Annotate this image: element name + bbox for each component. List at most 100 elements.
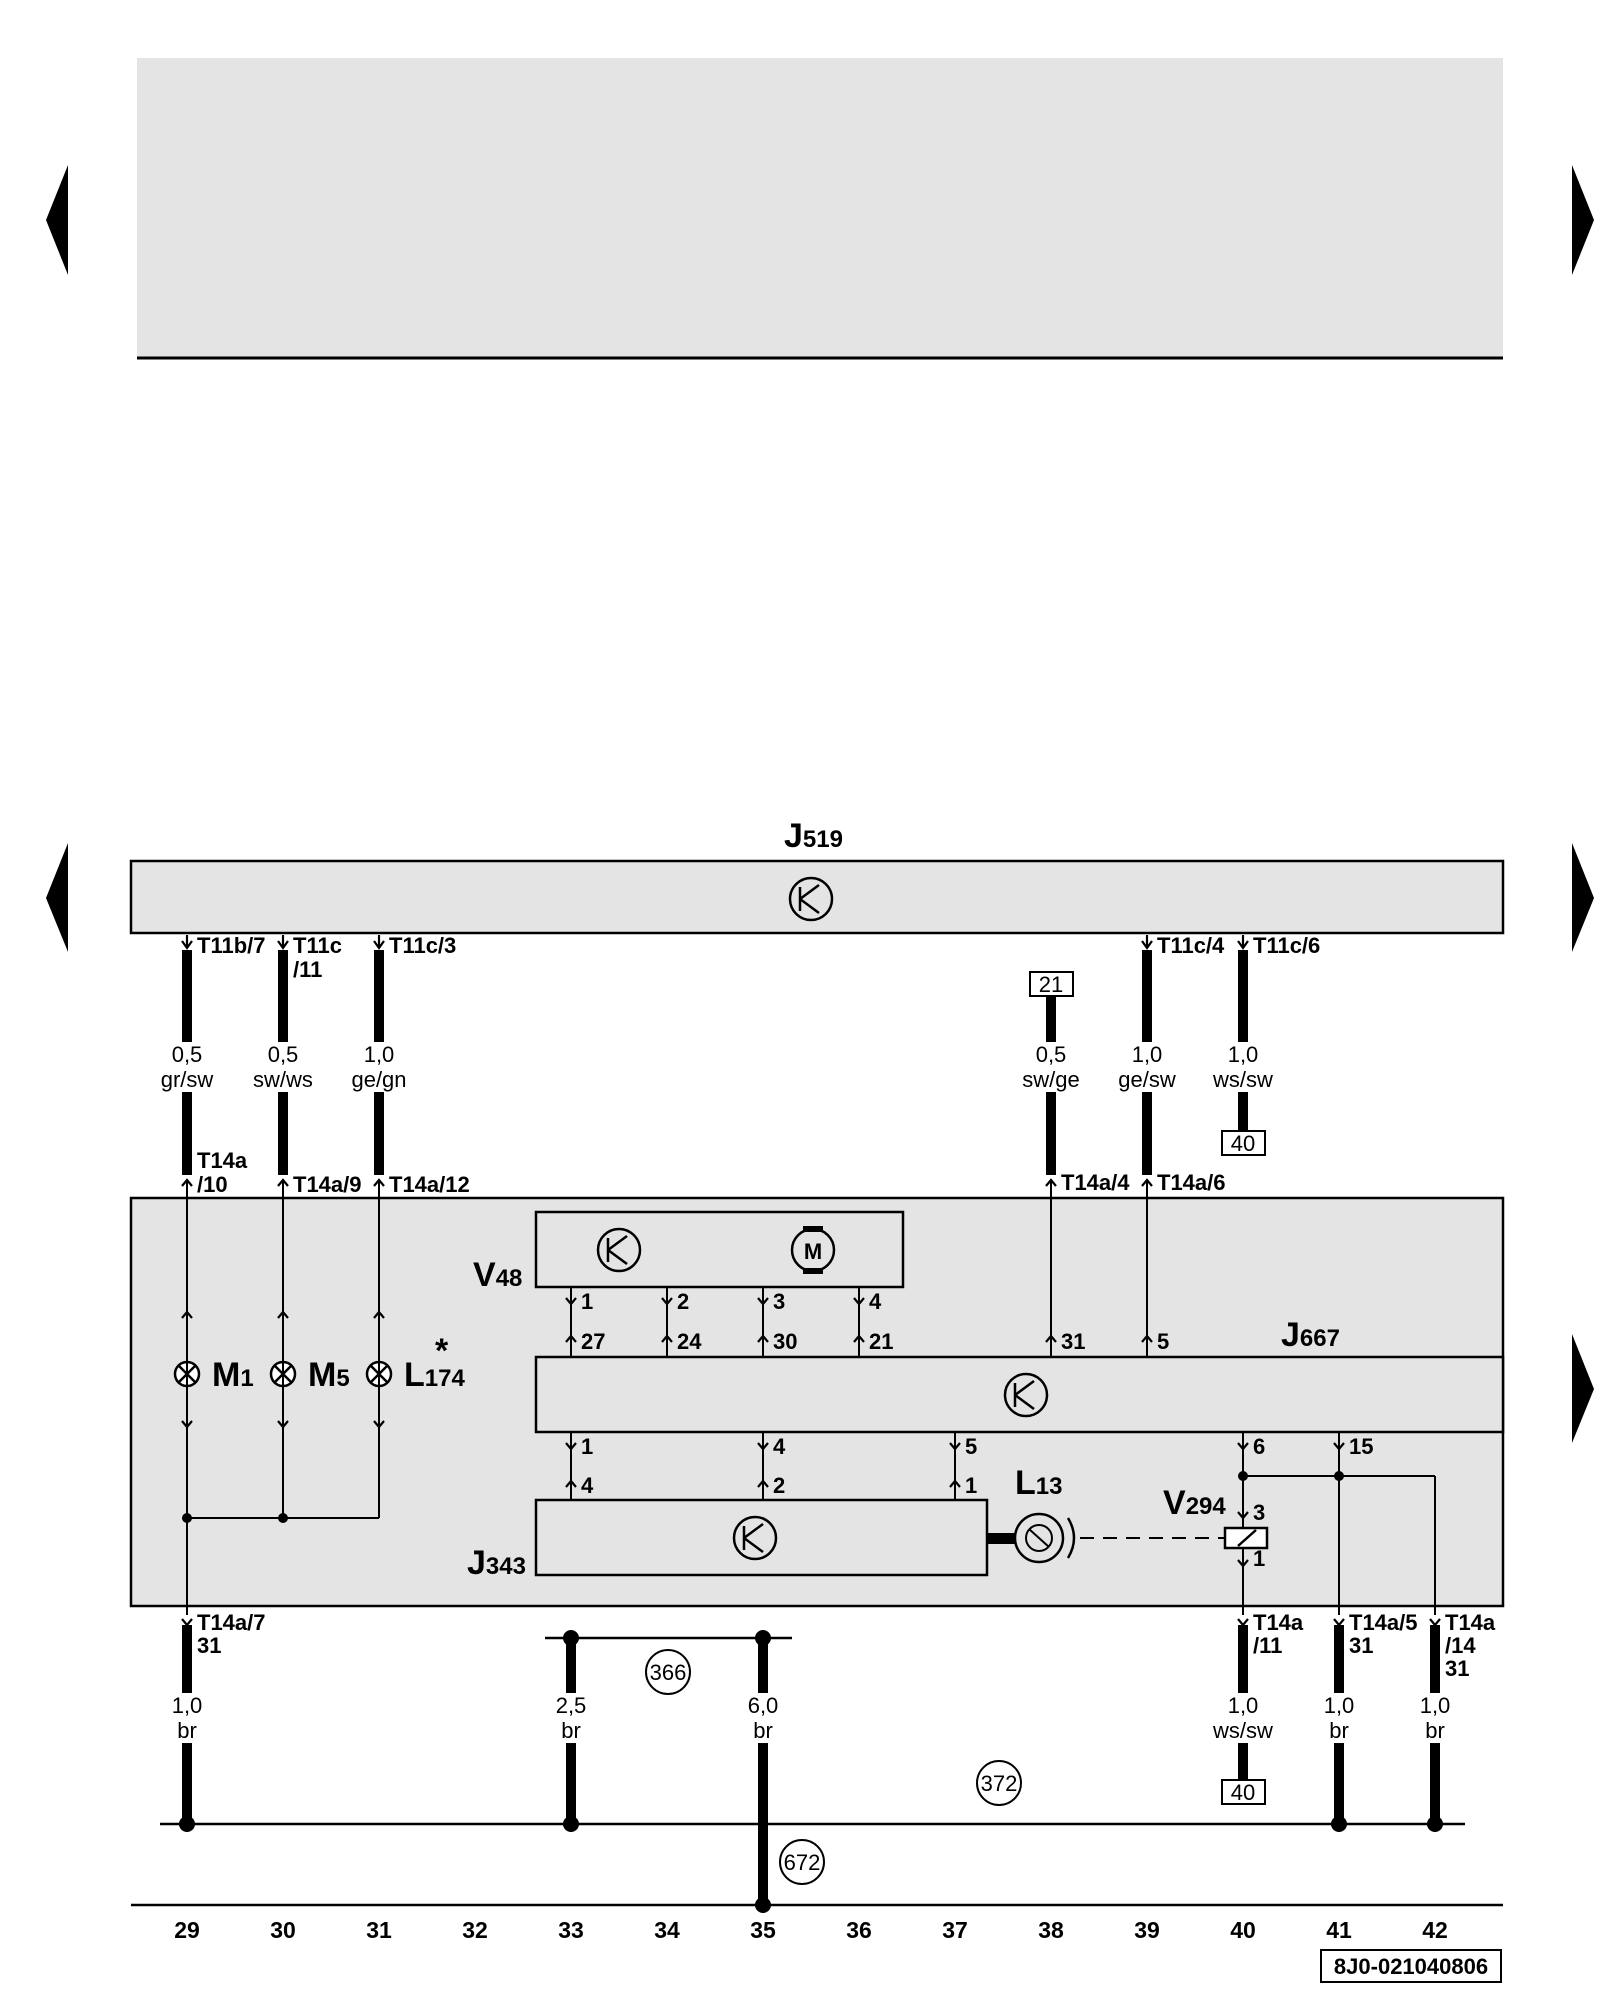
v48-electronic-icon	[596, 1227, 642, 1273]
j667-pin-6: 6	[1253, 1434, 1265, 1459]
wire-g35-color: br	[753, 1718, 773, 1743]
svg-text:31: 31	[366, 1917, 392, 1943]
ground-672-text: 672	[784, 1850, 821, 1875]
wire-g33-color: br	[561, 1718, 581, 1743]
ref-box-21[interactable]	[1029, 971, 1074, 997]
j667-pin-27: 27	[581, 1329, 605, 1354]
svg-text:40: 40	[1230, 1917, 1256, 1943]
wire-g42-color: br	[1425, 1718, 1445, 1743]
connector-t14a14-pin: /14	[1445, 1633, 1476, 1658]
wire-31-size: 1,0	[364, 1042, 395, 1067]
j667-pin-21: 21	[869, 1329, 893, 1354]
nav-next-arrow-lower[interactable]	[1572, 1334, 1594, 1443]
connector-t11c3: T11c/3	[389, 933, 456, 958]
label-j343: J343	[467, 1544, 526, 1582]
nav-next-arrow-top[interactable]	[1572, 165, 1594, 275]
doc-id: 8J0-021040806	[1334, 1954, 1488, 1979]
j343-pin-1: 1	[965, 1473, 977, 1498]
svg-text:35: 35	[750, 1917, 776, 1943]
wire-g42-size: 1,0	[1420, 1693, 1451, 1718]
wire-31-color: ge/gn	[351, 1067, 406, 1092]
label-v294: V294	[1163, 1484, 1226, 1522]
j667-pin-15: 15	[1349, 1434, 1373, 1459]
svg-text:33: 33	[558, 1917, 584, 1943]
connector-t11b7: T11b/7	[197, 933, 265, 958]
wire-39-color: ge/sw	[1118, 1067, 1176, 1092]
v294-pin-3: 3	[1253, 1500, 1265, 1525]
v48-pin-1: 1	[581, 1289, 593, 1314]
wire-g41-color: br	[1329, 1718, 1349, 1743]
svg-text:37: 37	[942, 1917, 968, 1943]
label-l174-star: *	[435, 1332, 449, 1370]
ground-point-366[interactable]	[645, 1649, 691, 1695]
wire-29-color: gr/sw	[161, 1067, 214, 1092]
connector-t14a5: T14a/5	[1349, 1610, 1418, 1635]
svg-text:42: 42	[1422, 1917, 1448, 1943]
label-j667: J667	[1281, 1316, 1340, 1354]
wire-38-size: 0,5	[1036, 1042, 1067, 1067]
svg-text:32: 32	[462, 1917, 488, 1943]
label-j519: J519	[784, 817, 843, 855]
j343-pin-4: 4	[581, 1473, 594, 1498]
ground-point-372[interactable]	[976, 1760, 1022, 1806]
wire-39-size: 1,0	[1132, 1042, 1163, 1067]
connector-t11c6: T11c/6	[1253, 933, 1320, 958]
ref-box-40-lower[interactable]	[1221, 1779, 1266, 1805]
j519-module	[129, 859, 1505, 935]
v48-motor-icon: M	[790, 1226, 836, 1274]
connector-t14a11: T14a	[1253, 1610, 1304, 1635]
nav-prev-arrow-top[interactable]	[46, 165, 68, 275]
v48-pin-4: 4	[869, 1289, 882, 1314]
svg-text:M: M	[804, 1239, 822, 1264]
connector-t14a7: T14a/7	[197, 1610, 266, 1635]
ref-40-lower-text: 40	[1231, 1780, 1255, 1805]
connector-t11c4: T11c/4	[1157, 933, 1225, 958]
wire-30-size: 0,5	[268, 1042, 299, 1067]
connector-t11c11-pin: /11	[293, 957, 322, 982]
v48-pin-3: 3	[773, 1289, 785, 1314]
label-l174: L174	[404, 1356, 465, 1394]
ground-point-672[interactable]	[779, 1839, 825, 1885]
connector-t14a4: T14a/4	[1061, 1170, 1130, 1195]
svg-text:39: 39	[1134, 1917, 1160, 1943]
connector-t14a6: T14a/6	[1157, 1170, 1226, 1195]
blank-top-panel	[137, 58, 1503, 358]
j343-electronic-icon	[732, 1515, 778, 1561]
svg-text:30: 30	[270, 1917, 296, 1943]
wire-g40-size: 1,0	[1228, 1693, 1259, 1718]
svg-text:36: 36	[846, 1917, 872, 1943]
wire-g41-size: 1,0	[1324, 1693, 1355, 1718]
j667-pin-31: 31	[1061, 1329, 1085, 1354]
label-m5: M5	[308, 1356, 350, 1394]
svg-text:34: 34	[654, 1917, 680, 1943]
connector-t14a5-ground: 31	[1349, 1633, 1373, 1658]
j667-pin-5b: 5	[965, 1434, 977, 1459]
nav-next-arrow-mid[interactable]	[1572, 843, 1594, 952]
j667-pin-5: 5	[1157, 1329, 1169, 1354]
doc-id-box	[1320, 1949, 1502, 1983]
v48-box	[534, 1210, 905, 1289]
j667-pin-24: 24	[677, 1329, 702, 1354]
connector-t14a14-ground: 31	[1445, 1656, 1469, 1681]
label-v48: V48	[473, 1256, 522, 1294]
v48-pin-2: 2	[677, 1289, 689, 1314]
label-l13: L13	[1015, 1464, 1062, 1502]
wire-30-color: sw/ws	[253, 1067, 313, 1092]
wire-29-size: 0,5	[172, 1042, 203, 1067]
l13-headlight-icon	[1013, 1512, 1076, 1564]
v294-pin-1: 1	[1253, 1546, 1265, 1571]
j667-pin-30: 30	[773, 1329, 797, 1354]
ground-372-text: 372	[981, 1771, 1018, 1796]
wire-40-size: 1,0	[1228, 1042, 1259, 1067]
ground-366-text: 366	[650, 1660, 687, 1685]
ref-box-40-upper[interactable]	[1221, 1130, 1266, 1156]
j667-pin-1: 1	[581, 1434, 593, 1459]
connector-t11c11: T11c	[293, 933, 342, 958]
j343-pin-2: 2	[773, 1473, 785, 1498]
connector-t14a7-ground: 31	[197, 1633, 221, 1658]
wire-38-color: sw/ge	[1022, 1067, 1079, 1092]
nav-prev-arrow-mid[interactable]	[46, 843, 68, 952]
j667-pin-4: 4	[773, 1434, 786, 1459]
column-numbers: 29 30 31 32 33 34 35 36 37 38 39 40 41 4…	[174, 1917, 1448, 1943]
wire-g29-size: 1,0	[172, 1693, 203, 1718]
